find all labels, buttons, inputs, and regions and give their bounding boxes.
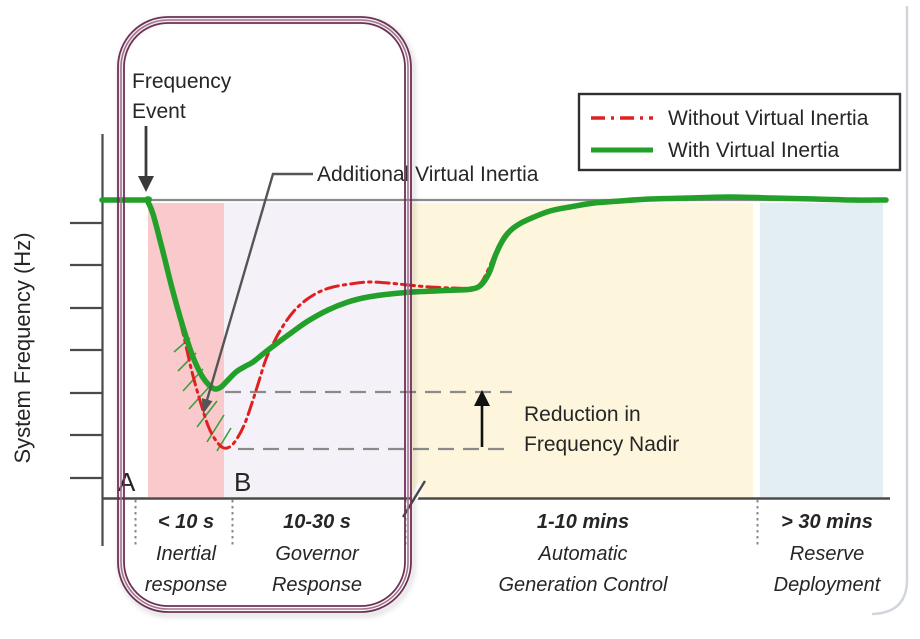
region-name-line2: Response (272, 574, 362, 596)
region-label-governor: 10-30 s Governor Response (272, 511, 362, 596)
time-regions (148, 203, 883, 497)
highlight-box-outer (117, 16, 412, 613)
nadir-reference-lines (225, 390, 512, 451)
reduction-arrowhead-icon (474, 390, 490, 406)
region-label-agc: 1-10 mins Automatic Generation Control (499, 511, 669, 596)
legend-label-with: With Virtual Inertia (668, 139, 839, 162)
page-edge (871, 6, 909, 616)
region-name-line1: Automatic (538, 543, 628, 565)
leader-line (205, 172, 313, 401)
region-name-line1: Inertial (156, 543, 217, 565)
point-a-label: A (118, 467, 136, 497)
legend-box (577, 92, 902, 172)
axis-break (401, 480, 427, 518)
region-time-label: 10-30 s (283, 511, 351, 533)
reduction-arrow (474, 390, 490, 447)
region-name-line1: Governor (275, 543, 360, 565)
axis-dividers (134, 500, 759, 546)
frequency-event-label-line1: Frequency (132, 70, 232, 93)
region-name-line1: Reserve (790, 543, 864, 565)
reduction-label-line2: Frequency Nadir (524, 433, 679, 456)
hatch-line (196, 400, 218, 428)
event-arrowhead-icon (138, 176, 154, 192)
region-name-line2: Generation Control (499, 574, 669, 596)
highlight-box-middle (120, 19, 409, 610)
legend: Without Virtual Inertia With Virtual Ine… (577, 92, 902, 172)
axis-break-slash (401, 480, 427, 518)
region-name-line2: Deployment (774, 574, 882, 596)
hatch-line (216, 427, 232, 452)
region-label-inertial: < 10 s Inertial response (145, 511, 227, 596)
region-reserve (760, 203, 883, 497)
region-label-reserve: > 30 mins Reserve Deployment (774, 511, 882, 596)
reduction-label-line1: Reduction in (524, 403, 641, 426)
y-axis-label: System Frequency (Hz) (10, 232, 35, 463)
region-labels: < 10 s Inertial response 10-30 s Governo… (145, 511, 882, 596)
region-name-line2: response (145, 574, 227, 596)
leader-arrowhead-icon (201, 398, 213, 414)
highlight-box (117, 16, 412, 613)
highlight-box-inner (123, 22, 406, 607)
hatch-line (206, 414, 225, 443)
curve-with-virtual-inertia (99, 194, 889, 392)
region-time-label: > 30 mins (781, 511, 873, 533)
additional-inertia-leader (201, 172, 313, 414)
region-time-label: 1-10 mins (537, 511, 629, 533)
additional-virtual-inertia-label: Additional Virtual Inertia (317, 163, 539, 186)
frequency-event-arrow (138, 126, 154, 192)
legend-label-without: Without Virtual Inertia (668, 107, 869, 130)
point-b-label: B (234, 467, 251, 497)
region-time-label: < 10 s (158, 511, 214, 533)
frequency-event-label-line2: Event (132, 100, 186, 123)
